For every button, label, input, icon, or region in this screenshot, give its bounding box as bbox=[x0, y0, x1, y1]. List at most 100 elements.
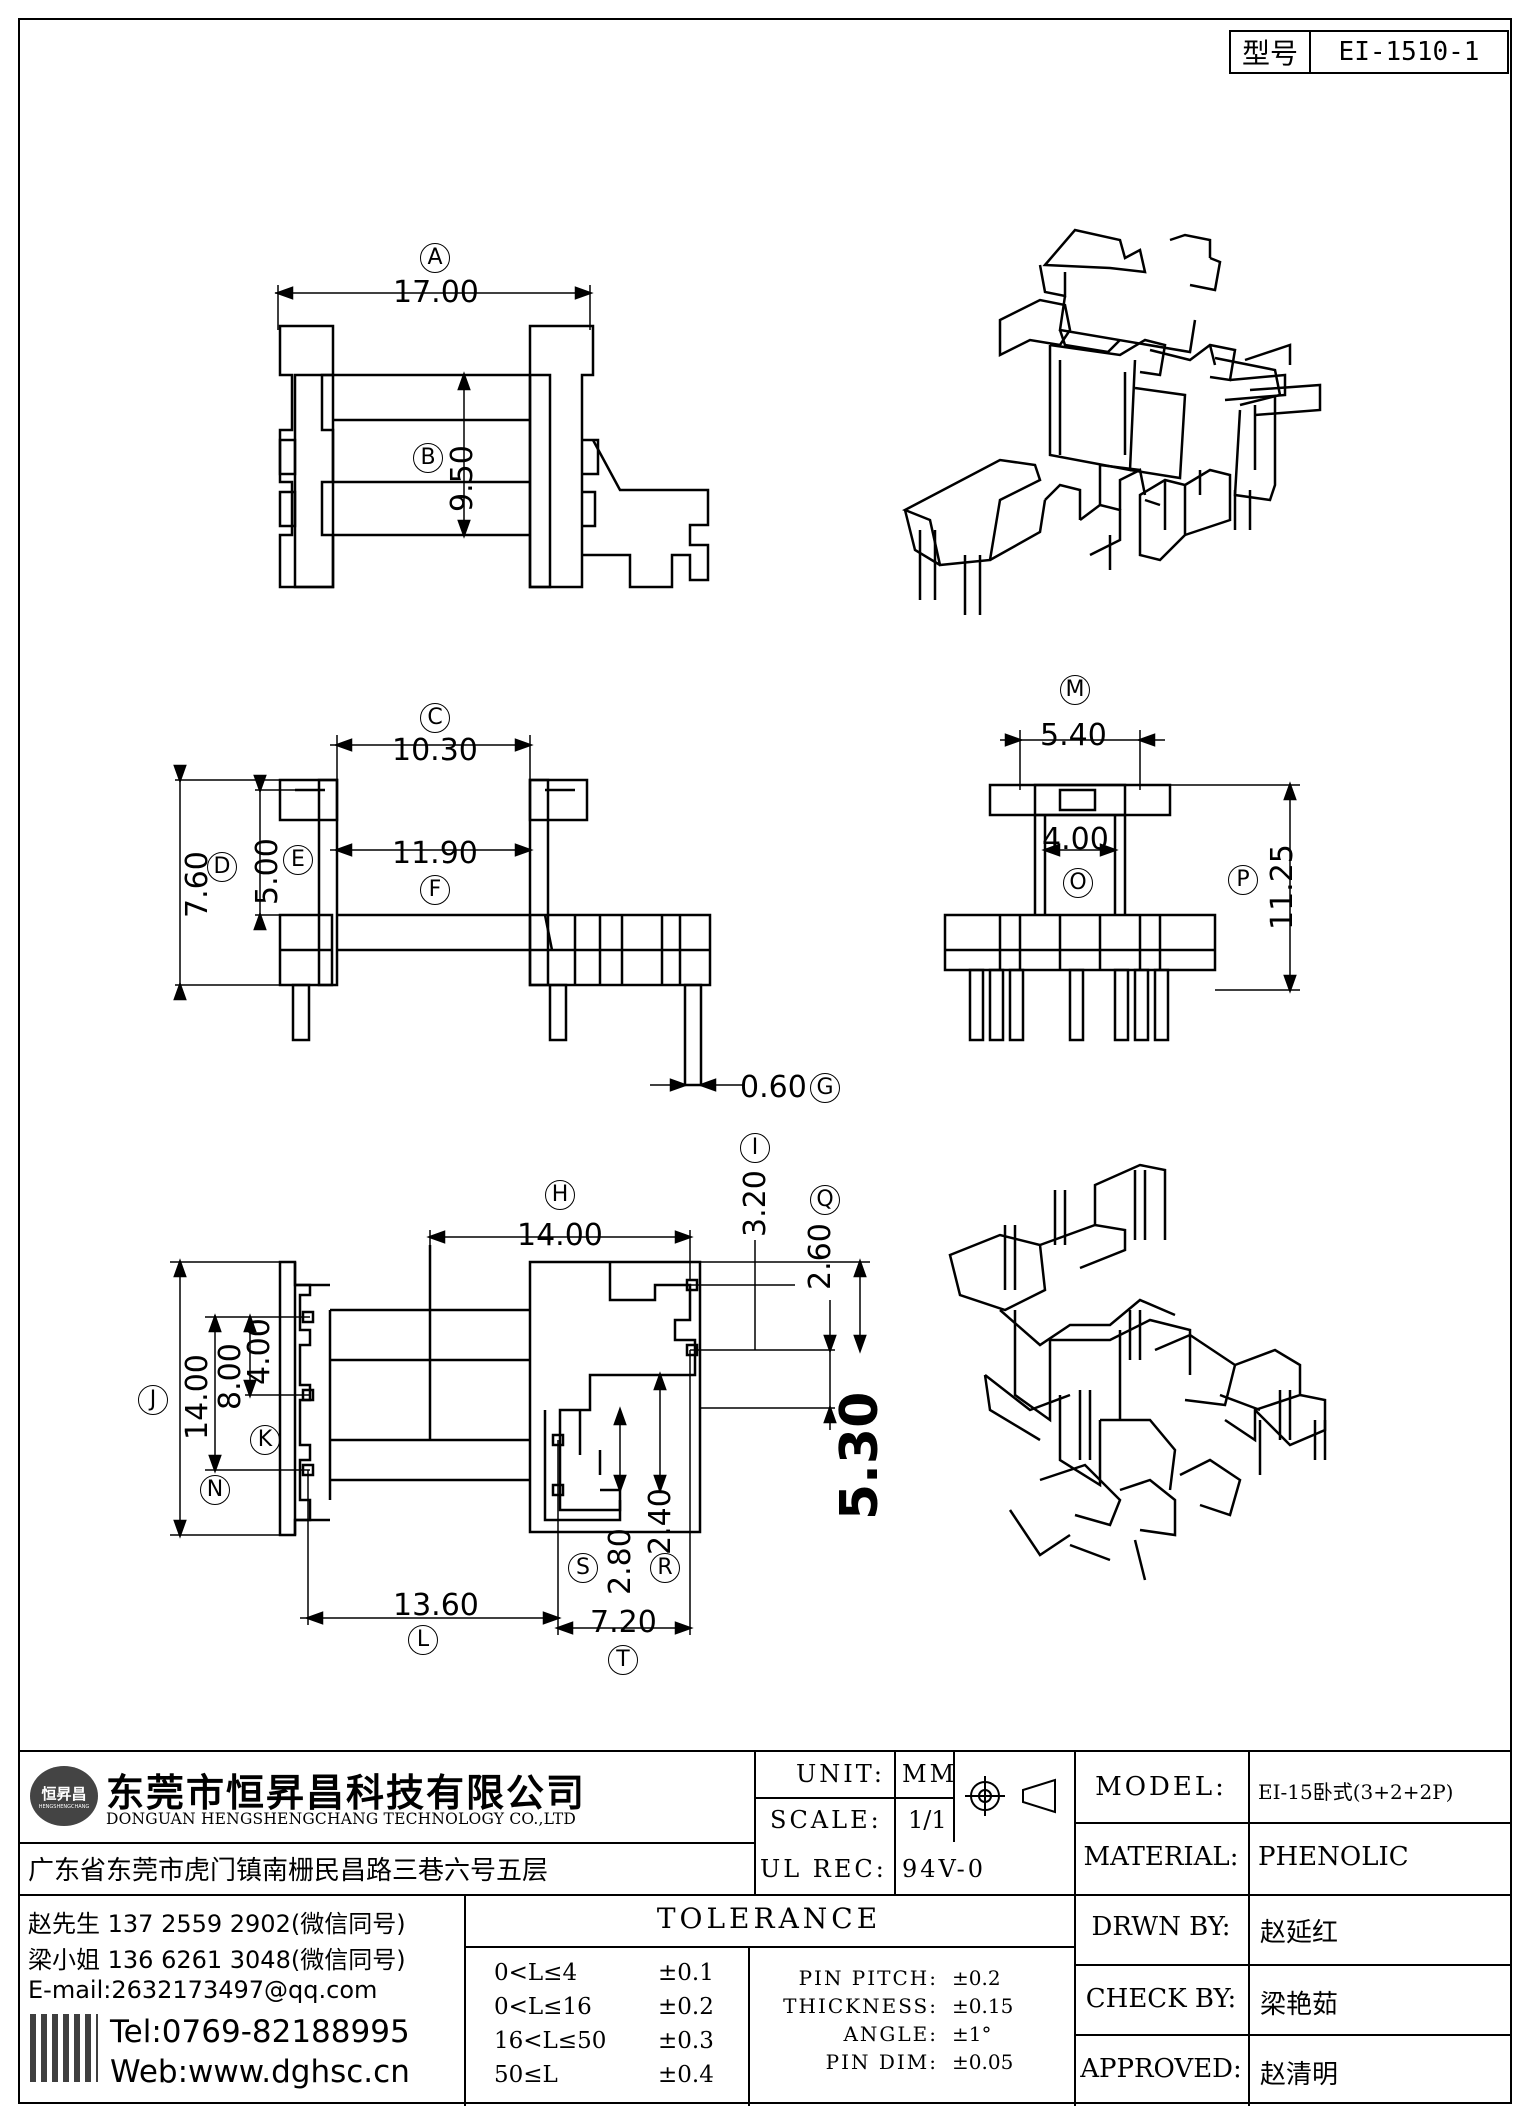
tolerance-value-4: ±0.4 bbox=[658, 2062, 714, 2088]
circle-letter-g: G bbox=[810, 1073, 840, 1103]
dim-a-value: 17.00 bbox=[393, 275, 479, 310]
company-address: 广东省东莞市虎门镇南栅民昌路三巷六号五层 bbox=[28, 1856, 549, 1886]
dim-c-value: 10.30 bbox=[392, 733, 478, 768]
dim-m-value: 5.40 bbox=[1040, 718, 1107, 753]
pin-pitch-label: PIN PITCH: bbox=[798, 1966, 938, 1990]
divider bbox=[18, 1894, 1074, 1896]
top-view bbox=[274, 285, 710, 589]
dim-r-value: 2.40 bbox=[643, 1488, 678, 1555]
tolerance-range-2: 0<L≤16 bbox=[494, 1994, 592, 2020]
angle-value: ±1° bbox=[952, 2022, 992, 2046]
dim-i-value: 3.20 bbox=[738, 1170, 773, 1237]
iso-view-bottom bbox=[948, 1163, 1327, 1581]
tolerance-value-3: ±0.3 bbox=[658, 2028, 714, 2054]
angle-label: ANGLE: bbox=[843, 2022, 938, 2046]
divider bbox=[1074, 1752, 1076, 2106]
circle-letter-q: Q bbox=[810, 1185, 840, 1215]
dim-l-value: 13.60 bbox=[393, 1588, 479, 1623]
thickness-label: THICKNESS: bbox=[783, 1994, 938, 2018]
check-label: CHECK BY: bbox=[1085, 1984, 1237, 2014]
divider bbox=[1074, 1894, 1510, 1896]
circle-letter-s: S bbox=[568, 1553, 598, 1583]
divider bbox=[18, 1842, 754, 1844]
model-label: MODEL: bbox=[1095, 1772, 1227, 1802]
circle-letter-n: N bbox=[200, 1475, 230, 1505]
circle-letter-h: H bbox=[545, 1180, 575, 1210]
front-view bbox=[173, 735, 745, 1092]
pin-dim-value: ±0.05 bbox=[952, 2050, 1014, 2074]
approved-label: APPROVED: bbox=[1080, 2054, 1242, 2084]
divider bbox=[1248, 1752, 1250, 2106]
circle-letter-b: B bbox=[413, 443, 443, 473]
circle-letter-p: P bbox=[1228, 865, 1258, 895]
pin-dim-label: PIN DIM: bbox=[825, 2050, 938, 2074]
tolerance-value-1: ±0.1 bbox=[658, 1960, 714, 1986]
model-value: EI-15卧式(3+2+2P) bbox=[1258, 1780, 1454, 1804]
side-view bbox=[943, 730, 1300, 1042]
divider bbox=[953, 1752, 955, 1842]
dim-j-value: 14.00 bbox=[180, 1354, 215, 1440]
divider bbox=[1074, 1822, 1510, 1824]
divider bbox=[748, 1946, 750, 2106]
dim-h-value: 14.00 bbox=[517, 1218, 603, 1253]
drawn-label: DRWN BY: bbox=[1091, 1912, 1231, 1942]
thickness-value: ±0.15 bbox=[952, 1994, 1014, 2018]
divider bbox=[1074, 1964, 1510, 1966]
circle-letter-a: A bbox=[420, 243, 450, 273]
qr-code bbox=[30, 2014, 98, 2082]
technical-drawing bbox=[170, 228, 1327, 1635]
dim-p-value: 11.25 bbox=[1265, 844, 1300, 930]
check-value: 梁艳茹 bbox=[1260, 1990, 1339, 2020]
drawn-value: 赵延红 bbox=[1260, 1918, 1339, 1948]
tolerance-range-3: 16<L≤50 bbox=[494, 2028, 607, 2054]
tel: Tel:0769-82188995 bbox=[110, 2014, 410, 2050]
model-box-label: 型号 bbox=[1231, 32, 1311, 72]
circle-letter-r: R bbox=[650, 1553, 680, 1583]
dimension-labels: A 17.00 B 9.50 C 10.30 7.60 D 5.00 E 11.… bbox=[138, 243, 1300, 1675]
scale-label: SCALE: bbox=[770, 1806, 882, 1834]
contact-1: 赵先生 137 2559 2902(微信同号) bbox=[28, 1910, 406, 1938]
tolerance-title: TOLERANCE bbox=[656, 1902, 882, 1935]
company-logo: 恒昇昌 HENGSHENGCHANG bbox=[30, 1766, 98, 1826]
dim-s-value: 2.80 bbox=[603, 1528, 638, 1595]
divider bbox=[894, 1752, 896, 1894]
tolerance-range-4: 50≤L bbox=[494, 2062, 558, 2088]
logo-sub: HENGSHENGCHANG bbox=[38, 1803, 90, 1810]
dim-o-value: 4.00 bbox=[1042, 822, 1109, 857]
circle-letter-i: I bbox=[740, 1133, 770, 1163]
dim-e-value: 5.00 bbox=[250, 838, 285, 905]
circle-letter-j: J bbox=[138, 1385, 168, 1415]
dim-g-value: 0.60 bbox=[740, 1070, 807, 1105]
approved-value: 赵清明 bbox=[1260, 2060, 1339, 2090]
iso-view-top bbox=[902, 228, 1322, 615]
circle-letter-l: L bbox=[408, 1625, 438, 1655]
material-label: MATERIAL: bbox=[1083, 1842, 1239, 1872]
scale-value: 1/1 bbox=[908, 1806, 947, 1834]
dim-q-value: 2.60 bbox=[803, 1223, 838, 1290]
circle-letter-t: T bbox=[608, 1645, 638, 1675]
tolerance-range-1: 0<L≤4 bbox=[494, 1960, 578, 1986]
email: E-mail:2632173497@qq.com bbox=[28, 1976, 378, 2004]
unit-label: UNIT: bbox=[796, 1760, 885, 1788]
circle-letter-c: C bbox=[420, 703, 450, 733]
ulrec-label: UL REC: bbox=[760, 1855, 887, 1883]
dim-big-value: 5.30 bbox=[830, 1391, 890, 1520]
contact-2: 梁小姐 136 6261 3048(微信同号) bbox=[28, 1946, 406, 1974]
drawing-frame bbox=[18, 18, 1512, 2104]
circle-letter-o: O bbox=[1063, 868, 1093, 898]
company-name-en: DONGUAN HENGSHENGCHANG TECHNOLOGY CO.,LT… bbox=[106, 1810, 577, 1828]
material-value: PHENOLIC bbox=[1258, 1842, 1409, 1872]
web: Web:www.dghsc.cn bbox=[110, 2054, 410, 2090]
circle-letter-e: E bbox=[283, 845, 313, 875]
dim-t-value: 7.20 bbox=[590, 1605, 657, 1640]
dim-k-value: 4.00 bbox=[242, 1318, 277, 1385]
ulrec-value: 94V-0 bbox=[902, 1855, 987, 1883]
model-box-value: EI-1510-1 bbox=[1338, 37, 1480, 67]
title-block: 恒昇昌 HENGSHENGCHANG 东莞市恒昇昌科技有限公司 DONGUAN … bbox=[18, 1750, 1512, 2106]
circle-letter-k: K bbox=[250, 1425, 280, 1455]
bottom-view bbox=[170, 1230, 870, 1635]
pin-pitch-value: ±0.2 bbox=[952, 1966, 1001, 1990]
model-box: 型号 EI-1510-1 bbox=[1229, 30, 1509, 74]
divider bbox=[1074, 2034, 1510, 2036]
tolerance-value-2: ±0.2 bbox=[658, 1994, 714, 2020]
